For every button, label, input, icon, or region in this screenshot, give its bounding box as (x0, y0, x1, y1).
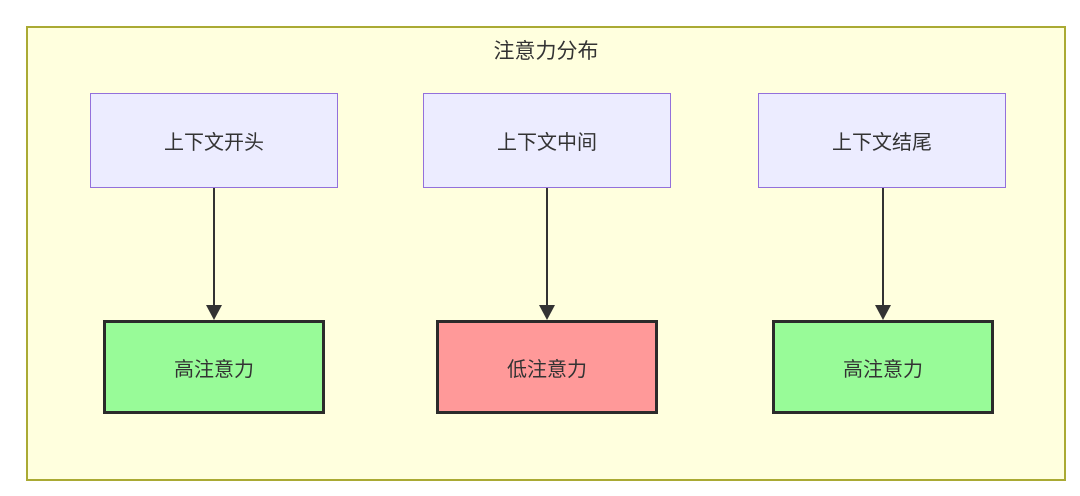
node-label: 高注意力 (174, 358, 254, 381)
node-label: 上下文结尾 (832, 132, 932, 154)
node-context-middle: 上下文中间 (423, 93, 671, 188)
node-context-end: 上下文结尾 (758, 93, 1006, 188)
node-label: 上下文中间 (497, 132, 597, 154)
diagram-title: 注意力分布 (493, 40, 599, 63)
node-high-attention-1: 高注意力 (103, 320, 325, 414)
arrow-middle-to-low (539, 188, 555, 320)
arrow-begin-to-high (206, 188, 222, 320)
arrowhead-icon (206, 305, 222, 320)
node-high-attention-2: 高注意力 (772, 320, 994, 414)
node-label: 上下文开头 (164, 132, 264, 154)
node-label: 高注意力 (843, 358, 923, 381)
node-low-attention: 低注意力 (436, 320, 658, 414)
attention-distribution-subgraph: 注意力分布 上下文开头 上下文中间 上下文结尾 高注意力 (26, 26, 1066, 481)
node-context-begin: 上下文开头 (90, 93, 338, 188)
arrow-end-to-high (875, 188, 891, 320)
node-label: 低注意力 (507, 358, 587, 381)
arrowhead-icon (539, 305, 555, 320)
arrowhead-icon (875, 305, 891, 320)
